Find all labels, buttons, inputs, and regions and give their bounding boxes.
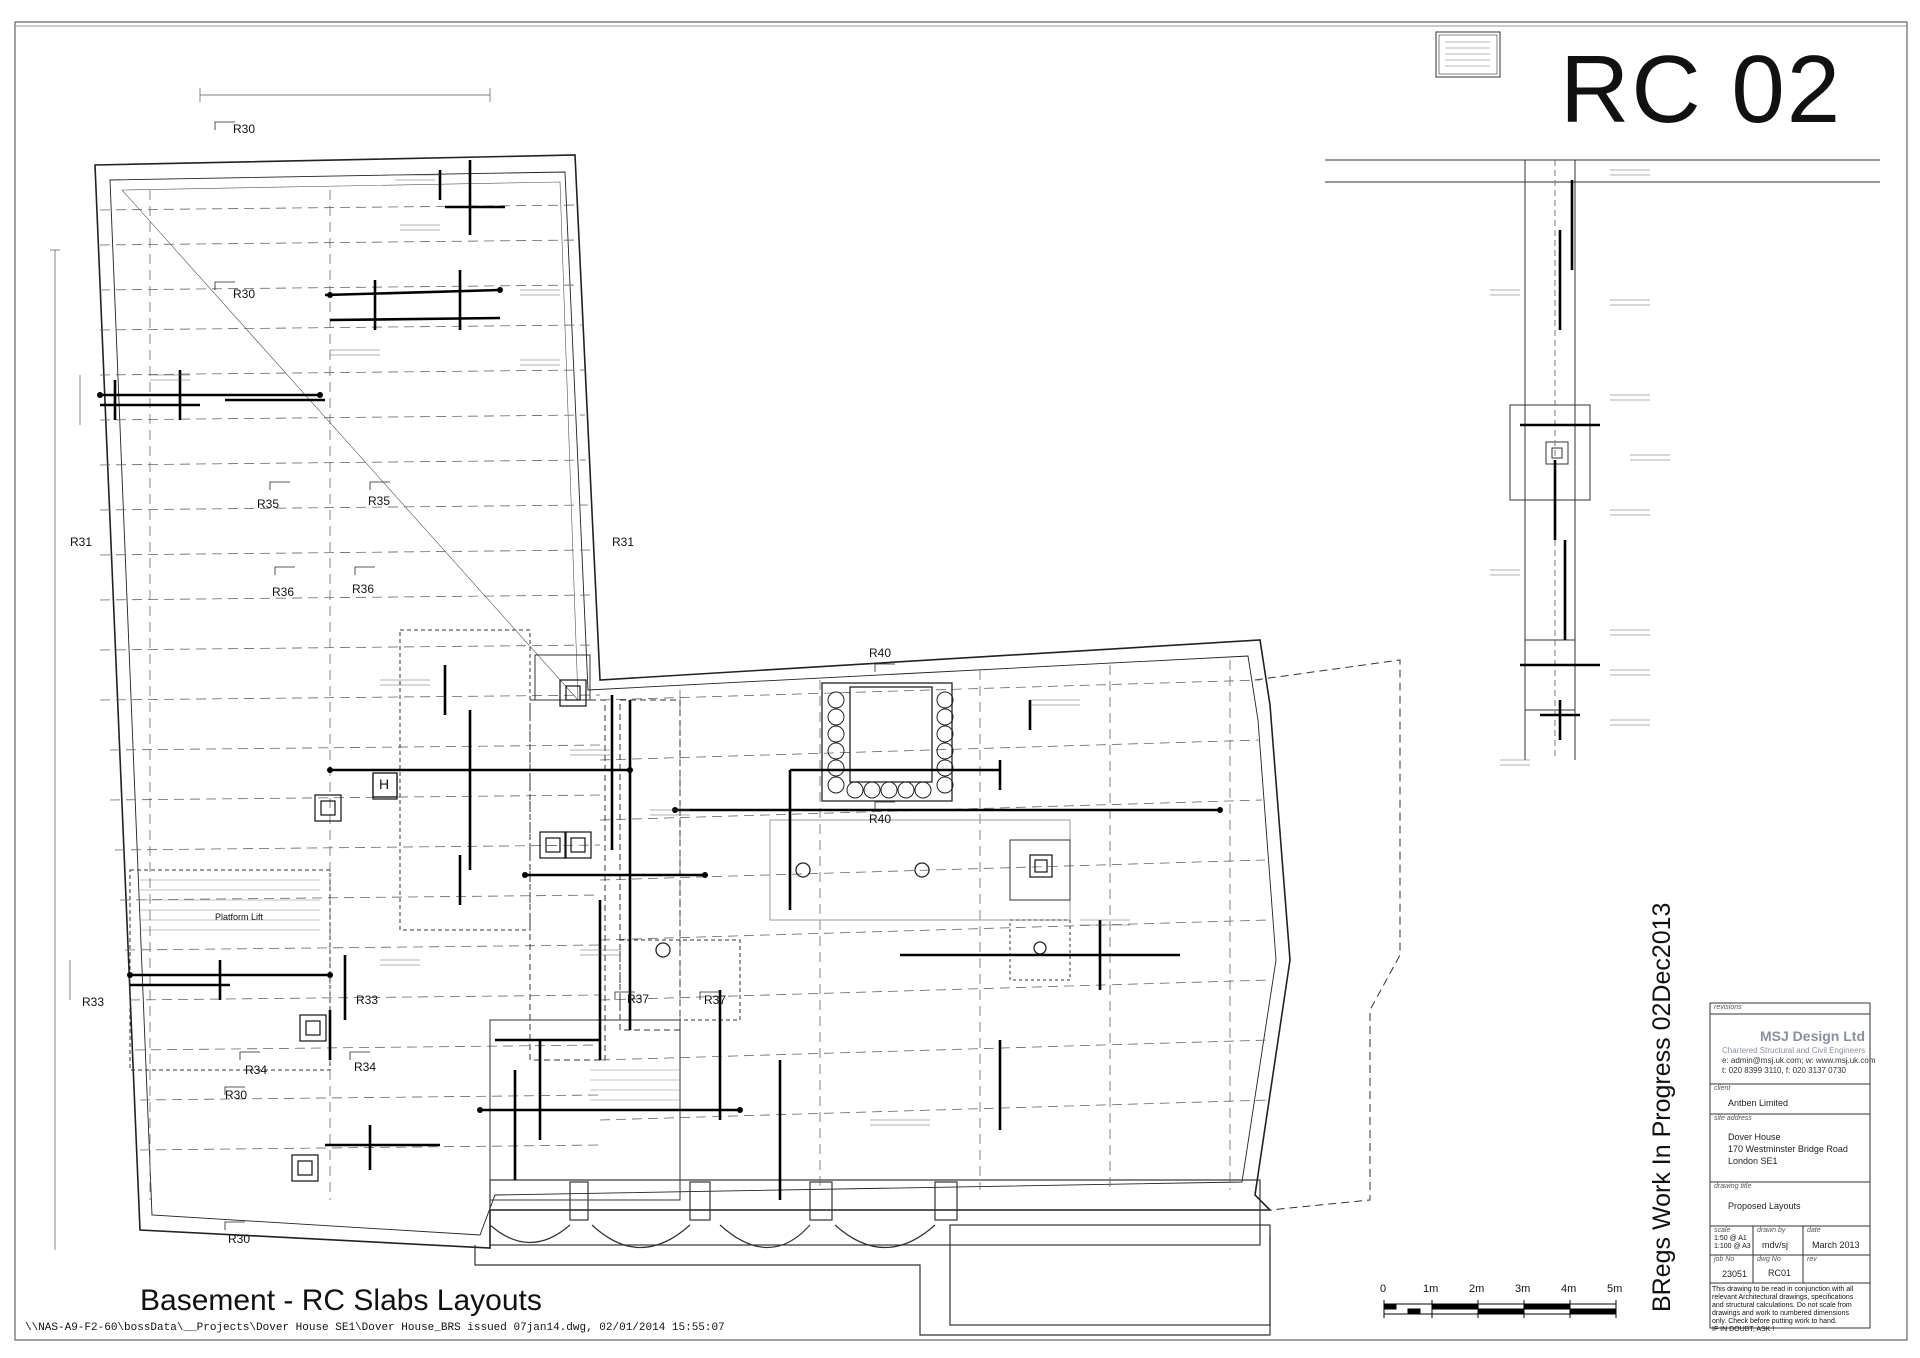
core-walls <box>129 629 1071 1201</box>
scale-label: 3m <box>1515 1283 1531 1295</box>
label-r37: R37 <box>627 992 650 1006</box>
label-r35: R35 <box>257 497 280 511</box>
title-block-frame <box>1709 1002 1871 1329</box>
drawing-id: RC 02 <box>1560 36 1843 143</box>
rebar-dots <box>97 287 1223 1113</box>
pile-ring <box>655 682 1047 958</box>
drawn-by: mdv/sj <box>1762 1240 1789 1250</box>
column-heads <box>291 679 1053 1182</box>
label-r30: R30 <box>228 1232 251 1246</box>
notes-line: drawings and work to numbered dimensions <box>1712 1310 1849 1317</box>
dimension-lines <box>50 88 491 1250</box>
plan-title: Basement - RC Slabs Layouts <box>140 1284 542 1317</box>
scale-label: 1m <box>1423 1283 1439 1295</box>
firm-subtitle: Chartered Structural and Civil Engineers <box>1722 1046 1866 1055</box>
label-r40: R40 <box>869 646 892 660</box>
dwg-no: RC01 <box>1768 1268 1792 1278</box>
label-r30: R30 <box>233 122 256 136</box>
site-address-line: London SE1 <box>1728 1156 1778 1166</box>
date-value: March 2013 <box>1812 1240 1860 1250</box>
legend-box <box>1435 31 1501 78</box>
dwg-no-label: dwg No <box>1757 1256 1781 1263</box>
site-address-line: 170 Westminster Bridge Road <box>1728 1144 1848 1154</box>
scale-label: 4m <box>1561 1283 1577 1295</box>
revisions-label: revisions <box>1714 1004 1742 1011</box>
label-r30: R30 <box>225 1088 248 1102</box>
label-r30: R30 <box>233 287 256 301</box>
firm-contact-web: e: admin@msj.uk.com; w: www.msj.uk.com <box>1722 1056 1876 1065</box>
scale-label: 0 <box>1380 1283 1387 1295</box>
label-r33: R33 <box>82 995 105 1009</box>
notes-line: only. Check before putting work to hand. <box>1712 1318 1837 1325</box>
drawing-title: Proposed Layouts <box>1728 1201 1801 1211</box>
wall-section-rebar <box>1520 180 1600 740</box>
date-label: date <box>1807 1227 1821 1234</box>
rev-label: rev <box>1807 1256 1817 1263</box>
scale-label: 5m <box>1607 1283 1623 1295</box>
label-r35: R35 <box>368 494 391 508</box>
wall-section <box>1325 159 1880 760</box>
label-r33: R33 <box>356 993 379 1007</box>
label-r31: R31 <box>612 535 635 549</box>
notes-line: IF IN DOUBT, ASK ! <box>1712 1326 1775 1333</box>
client-name: Antben Limited <box>1728 1098 1789 1108</box>
firm-name: MSJ Design Ltd <box>1760 1028 1866 1044</box>
label-r36: R36 <box>352 582 375 596</box>
label-r40: R40 <box>869 812 892 826</box>
stair-lines <box>140 879 680 1101</box>
scale-value: 1:100 @ A3 <box>1714 1243 1751 1250</box>
front-bays <box>474 659 1401 1336</box>
label-r36: R36 <box>272 585 295 599</box>
label-r34: R34 <box>354 1060 377 1074</box>
label-platform-lift: Platform Lift <box>215 912 264 922</box>
label-r37: R37 <box>704 993 727 1007</box>
label-r31: R31 <box>70 535 93 549</box>
drawn-by-label: drawn by <box>1757 1227 1786 1234</box>
lift-marker-box <box>372 772 398 798</box>
notes-line: This drawing to be read in conjunction w… <box>1712 1286 1854 1293</box>
scale-field-label: scale <box>1714 1227 1731 1234</box>
scale-bar-graphic <box>1383 1300 1617 1318</box>
drawing-title-label: drawing title <box>1714 1183 1752 1190</box>
file-path: \\NAS-A9-F2-60\bossData\__Projects\Dover… <box>25 1322 725 1334</box>
client-label: client <box>1714 1085 1731 1092</box>
wall-section-notes <box>1490 169 1670 766</box>
annotation-marks <box>150 174 1130 1126</box>
job-no-label: job No <box>1714 1256 1735 1263</box>
rebar-lines <box>100 160 1220 1200</box>
label-r34: R34 <box>245 1063 268 1077</box>
scale-label: 2m <box>1469 1283 1485 1295</box>
site-address-label: site address <box>1714 1115 1752 1122</box>
notes-line: relevant Architectural drawings, specifi… <box>1712 1294 1854 1301</box>
notes-line: and structural calculations. Do not scal… <box>1712 1302 1852 1309</box>
slab-grid <box>99 190 1271 1200</box>
building-outline <box>94 154 1291 1249</box>
lift-marker-label: H <box>379 776 390 792</box>
job-no: 23051 <box>1722 1269 1748 1279</box>
firm-contact-phone: t: 020 8399 3110, f: 020 3137 0730 <box>1722 1066 1846 1075</box>
section-markers <box>214 121 895 1230</box>
sheet-border <box>14 21 1908 1341</box>
status-text: BRegs Work In Progress 02Dec2013 <box>1648 902 1676 1312</box>
scale-value: 1:50 @ A1 <box>1714 1235 1747 1242</box>
site-address-line: Dover House <box>1728 1132 1781 1142</box>
